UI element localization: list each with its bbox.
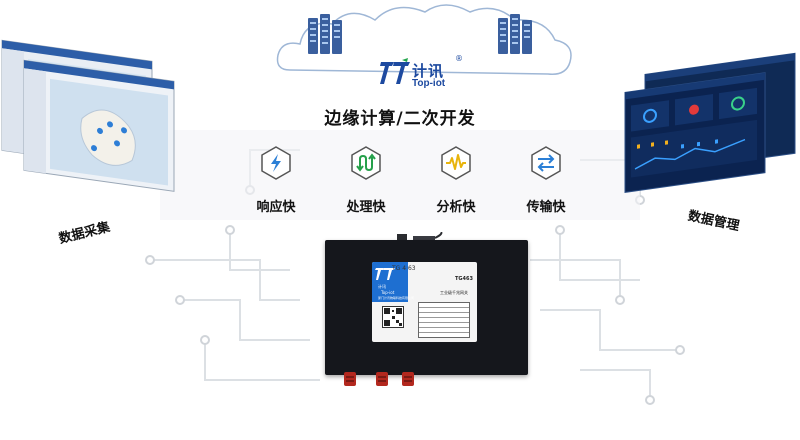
lightning-icon bbox=[261, 146, 291, 180]
device-label-en: Top-iot bbox=[381, 290, 395, 295]
device-product-name: 工业级千兆网关 bbox=[440, 290, 468, 295]
brand-name-cn: 计讯 bbox=[412, 62, 445, 80]
tagline: 边缘计算/二次开发 bbox=[324, 109, 476, 129]
brand-name-en: Top-iot bbox=[412, 78, 446, 89]
feature-label-transmission: 传输快 bbox=[526, 200, 566, 215]
device-serial-tag: TG 4 63 bbox=[392, 265, 416, 272]
qr-pattern-icon bbox=[384, 308, 402, 326]
feature-label-analysis: 分析快 bbox=[436, 200, 476, 215]
antenna-connectors bbox=[344, 372, 414, 386]
qr-code bbox=[382, 306, 404, 328]
data-management-screens bbox=[624, 52, 796, 193]
device-company: 厦门计讯物联科技有限公司 bbox=[378, 296, 415, 300]
transfer-arrows-icon bbox=[531, 146, 561, 180]
arrows-cycle-icon bbox=[351, 146, 381, 180]
feature-label-processing: 处理快 bbox=[346, 200, 386, 215]
cloud-graphic bbox=[276, 4, 572, 75]
device-label-cn: 计讯 bbox=[378, 284, 386, 289]
registered-mark: ® bbox=[455, 54, 463, 63]
device-logo-icon bbox=[375, 268, 395, 280]
device-model: TG463 bbox=[455, 276, 473, 282]
feature-label-response: 响应快 bbox=[256, 200, 296, 215]
waveform-icon bbox=[441, 146, 471, 180]
brand-logo-icon bbox=[380, 58, 410, 84]
device-spec-table bbox=[418, 302, 470, 338]
data-collection-screens bbox=[1, 39, 175, 192]
